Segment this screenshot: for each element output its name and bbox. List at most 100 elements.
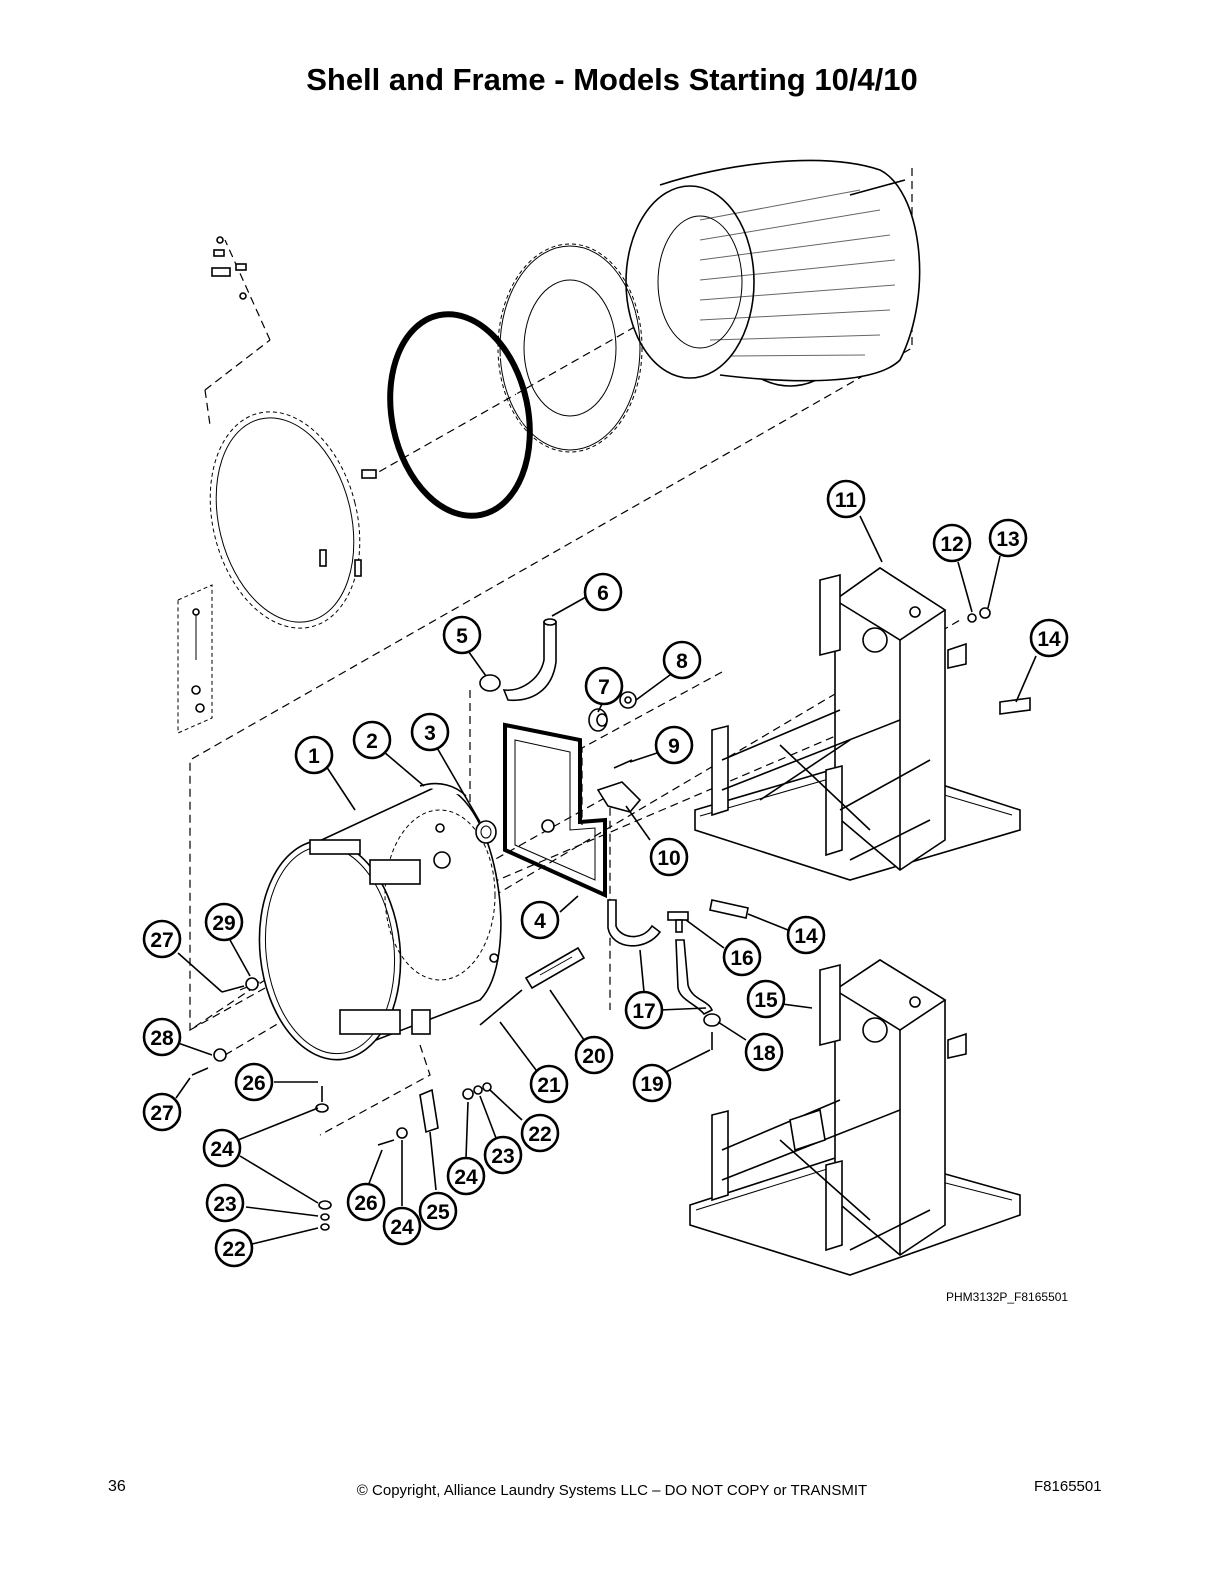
callout-24b: 24 xyxy=(446,1156,486,1196)
svg-text:14: 14 xyxy=(794,925,818,948)
back-ring-plate xyxy=(497,243,643,453)
part-7-bearing xyxy=(588,708,608,732)
upper-frame xyxy=(694,567,1021,881)
svg-text:22: 22 xyxy=(528,1123,551,1146)
copyright-notice: © Copyright, Alliance Laundry Systems LL… xyxy=(356,1482,868,1499)
callout-25: 25 xyxy=(418,1191,458,1231)
callout-21: 21 xyxy=(529,1064,569,1104)
callout-29: 29 xyxy=(204,902,244,942)
part-13-nut xyxy=(979,607,991,619)
callout-14a: 14 xyxy=(1029,618,1069,658)
callout-22a: 22 xyxy=(520,1113,560,1153)
svg-text:14: 14 xyxy=(1037,628,1061,651)
callout-2: 2 xyxy=(352,720,392,760)
svg-text:7: 7 xyxy=(598,676,610,699)
hoop-ring xyxy=(209,411,362,629)
callout-15: 15 xyxy=(746,979,786,1019)
svg-text:8: 8 xyxy=(676,650,688,673)
callout-18: 18 xyxy=(744,1032,784,1072)
svg-text:17: 17 xyxy=(632,1000,655,1023)
callout-17: 17 xyxy=(624,990,664,1030)
svg-text:6: 6 xyxy=(597,582,609,605)
figure-code: PHM3132P_F8165501 xyxy=(946,1290,1069,1304)
callout-6: 6 xyxy=(583,572,623,612)
svg-text:13: 13 xyxy=(996,528,1019,551)
part-6-hose xyxy=(502,618,557,702)
belt-ring xyxy=(387,311,533,519)
svg-text:3: 3 xyxy=(424,722,436,745)
part-10-bracket xyxy=(596,781,642,813)
svg-text:9: 9 xyxy=(668,735,680,758)
part-16-tee xyxy=(667,911,689,933)
callout-26a: 26 xyxy=(234,1062,274,1102)
part-18-clamp xyxy=(703,1013,721,1027)
top-hardware xyxy=(211,236,377,479)
svg-text:26: 26 xyxy=(354,1192,377,1215)
svg-text:24: 24 xyxy=(454,1166,478,1189)
document-number: F8165501 xyxy=(1034,1478,1102,1495)
svg-text:18: 18 xyxy=(752,1042,776,1065)
part-17-hose xyxy=(607,899,714,1016)
svg-text:21: 21 xyxy=(537,1074,561,1097)
svg-text:1: 1 xyxy=(308,745,320,768)
svg-text:27: 27 xyxy=(150,1102,173,1125)
svg-text:10: 10 xyxy=(657,847,680,870)
callout-11: 11 xyxy=(826,479,866,519)
callout-27b: 27 xyxy=(142,1092,182,1132)
part-20-label xyxy=(524,946,586,990)
callout-14b: 14 xyxy=(786,915,826,955)
callout-19: 19 xyxy=(632,1063,672,1103)
page-number: 36 xyxy=(108,1478,126,1495)
callout-9: 9 xyxy=(654,725,694,765)
part-5-fitting xyxy=(479,674,501,692)
callout-20: 20 xyxy=(574,1035,614,1075)
callout-27a: 27 xyxy=(142,919,182,959)
part-9-screw xyxy=(613,759,633,769)
callout-4: 4 xyxy=(520,900,560,940)
callout-28: 28 xyxy=(142,1017,182,1057)
svg-text:25: 25 xyxy=(426,1201,450,1224)
svg-text:16: 16 xyxy=(730,947,753,970)
svg-text:28: 28 xyxy=(150,1027,174,1050)
svg-text:4: 4 xyxy=(534,910,546,933)
callout-24a: 24 xyxy=(202,1128,242,1168)
svg-text:12: 12 xyxy=(940,533,963,556)
callout-23b: 23 xyxy=(205,1183,245,1223)
svg-text:24: 24 xyxy=(210,1138,234,1161)
fastener-hardware xyxy=(191,977,492,1231)
callout-26b: 26 xyxy=(346,1182,386,1222)
basket-drum xyxy=(625,159,921,387)
callout-24c: 24 xyxy=(382,1206,422,1246)
svg-text:5: 5 xyxy=(456,625,468,648)
svg-text:22: 22 xyxy=(222,1238,245,1261)
callout-8: 8 xyxy=(662,640,702,680)
svg-text:29: 29 xyxy=(212,912,235,935)
callouts: 1 2 3 4 5 6 7 8 9 10 11 12 13 14 14 15 1… xyxy=(142,479,1069,1268)
svg-text:15: 15 xyxy=(754,989,778,1012)
part-21-rod xyxy=(479,989,523,1026)
page-title: Shell and Frame - Models Starting 10/4/1… xyxy=(306,62,918,97)
svg-text:2: 2 xyxy=(366,730,378,753)
part-12-nut xyxy=(967,613,977,623)
callout-10: 10 xyxy=(649,837,689,877)
part-4-panel xyxy=(503,722,607,899)
callout-22b: 22 xyxy=(214,1228,254,1268)
svg-text:23: 23 xyxy=(213,1193,236,1216)
part-8-washer xyxy=(619,691,637,709)
part-3-grommet xyxy=(475,820,497,844)
callout-5: 5 xyxy=(442,615,482,655)
svg-text:19: 19 xyxy=(640,1073,663,1096)
callout-16: 16 xyxy=(722,937,762,977)
callout-23a: 23 xyxy=(483,1135,523,1175)
lower-frame xyxy=(689,959,1021,1276)
svg-text:11: 11 xyxy=(835,489,858,512)
part-14-label-a xyxy=(999,697,1031,715)
svg-text:27: 27 xyxy=(150,929,173,952)
svg-text:26: 26 xyxy=(242,1072,265,1095)
leader-lines xyxy=(175,515,1037,1245)
svg-text:23: 23 xyxy=(491,1145,514,1168)
callout-1: 1 xyxy=(294,735,334,775)
callout-7: 7 xyxy=(584,666,624,706)
svg-text:20: 20 xyxy=(582,1045,605,1068)
